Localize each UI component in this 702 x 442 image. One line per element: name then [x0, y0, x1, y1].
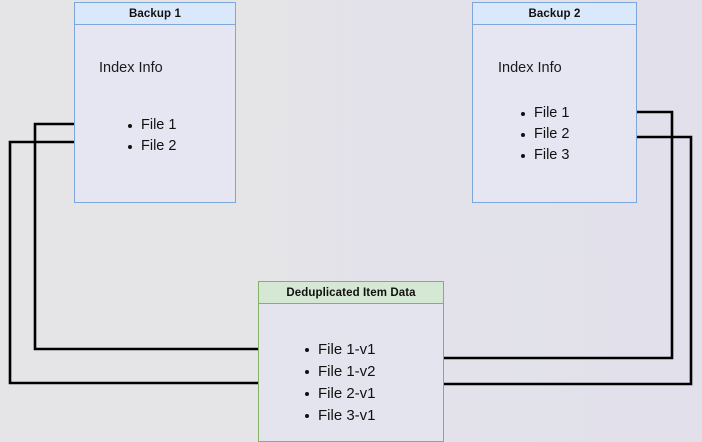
edge-backup2-file2-to-file2v1 — [396, 135, 693, 388]
node-backup-1-section-label: Index Info — [99, 60, 163, 76]
node-backup-2[interactable]: Backup 2 Index Info File 1 File 2 File 3 — [472, 2, 637, 203]
node-backup-1-title: Backup 1 — [75, 3, 235, 25]
node-deduplicated-item-data[interactable]: Deduplicated Item Data File 1-v1 File 1-… — [258, 281, 444, 442]
node-backup-1-body: Index Info File 1 File 2 — [75, 25, 235, 202]
node-backup-2-file-list: File 1 File 2 File 3 — [519, 103, 569, 166]
list-item[interactable]: File 1-v2 — [303, 361, 376, 383]
node-backup-1[interactable]: Backup 1 Index Info File 1 File 2 — [74, 2, 236, 203]
node-backup-2-section-label: Index Info — [498, 60, 562, 76]
list-item[interactable]: File 3 — [519, 145, 569, 166]
list-item[interactable]: File 2-v1 — [303, 383, 376, 405]
list-item[interactable]: File 1-v1 — [303, 339, 376, 361]
list-item[interactable]: File 2 — [519, 124, 569, 145]
node-backup-1-file-list: File 1 File 2 — [126, 115, 176, 157]
node-dedup-body: File 1-v1 File 1-v2 File 2-v1 File 3-v1 — [259, 304, 443, 441]
list-item[interactable]: File 1 — [519, 103, 569, 124]
node-dedup-title: Deduplicated Item Data — [259, 282, 443, 304]
node-backup-2-body: Index Info File 1 File 2 File 3 — [473, 25, 636, 202]
list-item[interactable]: File 1 — [126, 115, 176, 136]
list-item[interactable]: File 3-v1 — [303, 405, 376, 427]
list-item[interactable]: File 2 — [126, 136, 176, 157]
edge-backup1-file2-to-file2v1 — [8, 140, 297, 387]
node-backup-2-title: Backup 2 — [473, 3, 636, 25]
node-dedup-file-list: File 1-v1 File 1-v2 File 2-v1 File 3-v1 — [303, 339, 376, 427]
